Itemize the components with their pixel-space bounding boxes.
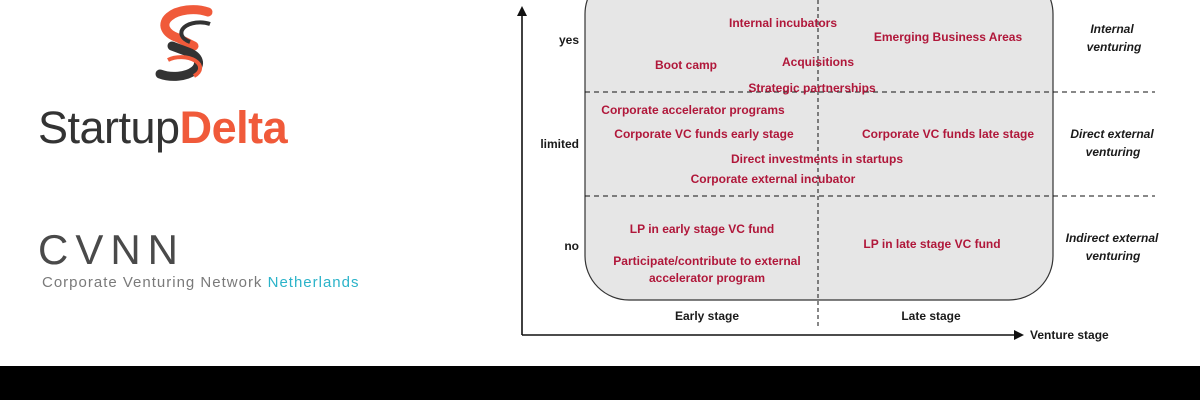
cvnn-subtitle-main: Corporate Venturing Network: [42, 274, 268, 291]
category-internal-line2: venturing: [1087, 40, 1142, 54]
category-indirect-line1: Indirect external: [1066, 231, 1159, 245]
cvnn-logo-title: CVNN: [38, 226, 186, 273]
venturing-diagram: yes limited no Early stage Late stage Ve…: [517, 0, 1159, 342]
x-axis-label: Venture stage: [1030, 328, 1109, 342]
startupdelta-wordmark-part1: Startup: [38, 102, 180, 153]
item-emerging-business-areas: Emerging Business Areas: [874, 30, 1023, 44]
y-label-yes: yes: [559, 33, 579, 47]
cvnn-logo-subtitle: Corporate Venturing Network Netherlands: [42, 274, 360, 292]
item-boot-camp: Boot camp: [655, 58, 717, 72]
category-direct-line2: venturing: [1086, 145, 1141, 159]
category-indirect-line2: venturing: [1086, 249, 1141, 263]
item-lp-late: LP in late stage VC fund: [863, 237, 1000, 251]
item-participate-line2: accelerator program: [649, 271, 765, 285]
item-corporate-vc-late: Corporate VC funds late stage: [862, 127, 1034, 141]
category-internal-line1: Internal: [1090, 22, 1134, 36]
startupdelta-wordmark-part2: Delta: [179, 102, 288, 153]
startupdelta-logo-icon: [155, 5, 213, 81]
item-lp-early: LP in early stage VC fund: [630, 222, 774, 236]
cvnn-subtitle-accent: Netherlands: [267, 274, 360, 291]
item-corporate-vc-early: Corporate VC funds early stage: [614, 127, 794, 141]
y-label-limited: limited: [540, 137, 579, 151]
item-acquisitions: Acquisitions: [782, 55, 854, 69]
x-label-early: Early stage: [675, 309, 739, 323]
category-direct-line1: Direct external: [1070, 127, 1154, 141]
item-participate-line1: Participate/contribute to external: [613, 254, 800, 268]
item-direct-investments: Direct investments in startups: [731, 152, 903, 166]
item-internal-incubators: Internal incubators: [729, 16, 837, 30]
startupdelta-wordmark: StartupDelta: [38, 100, 288, 156]
y-label-no: no: [564, 239, 579, 253]
item-strategic-partnerships: Strategic partnerships: [748, 81, 876, 95]
item-corporate-external-incubator: Corporate external incubator: [691, 172, 856, 186]
diagram-box: [584, 0, 1054, 301]
x-label-late: Late stage: [901, 309, 961, 323]
item-corporate-accelerator-programs: Corporate accelerator programs: [601, 103, 785, 117]
bottom-black-bar: [0, 366, 1200, 400]
